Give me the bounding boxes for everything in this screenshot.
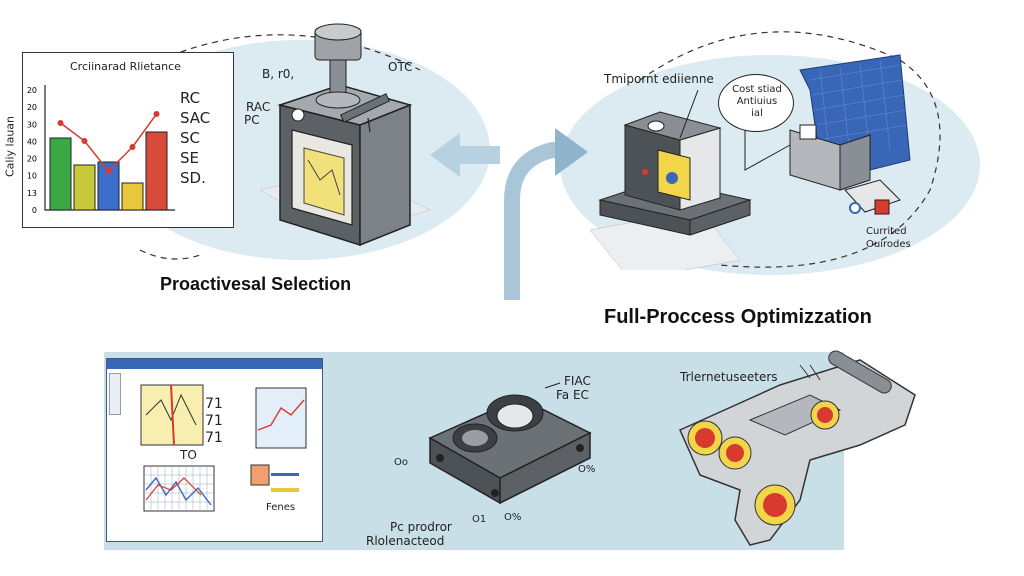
window-values: 71 71 71: [205, 396, 223, 447]
chart-point: [57, 120, 64, 126]
window-toolbar: [109, 373, 121, 415]
section-title-left: Proactivesal Selection: [160, 274, 352, 294]
chart-ylabel: Caliy lauan: [3, 115, 17, 178]
window-value: 71: [205, 413, 223, 429]
legend-item: SC: [180, 129, 200, 147]
window-value: 71: [205, 430, 223, 446]
legend-item: SD.: [180, 169, 206, 187]
window-panel-label: TO: [180, 448, 197, 462]
chart-tick-label: 20: [27, 155, 37, 164]
chart-tick-label: 10: [27, 172, 37, 181]
part-label-3: Oo: [394, 457, 408, 468]
part-label-5: O1: [472, 514, 487, 525]
legend-item: RC: [180, 89, 201, 107]
chart-bar: [121, 182, 144, 211]
window-plots: [140, 384, 307, 512]
chart-legend: RC SAC SC SE SD.: [180, 88, 210, 188]
window-titlebar: [107, 359, 322, 369]
optimization-label-br-1: Currited: [866, 226, 907, 237]
chart-tick-label: 13: [27, 189, 37, 198]
resistance-chart: 20 20 30 40 20 10 13 0: [27, 85, 175, 215]
chart-bar: [97, 161, 120, 211]
curved-arrow-icon: [504, 128, 588, 300]
bubble-line: ial: [751, 108, 763, 119]
legend-item: SAC: [180, 109, 211, 127]
plate-part-illustration: [428, 382, 592, 505]
window-caption: Fenes: [266, 502, 296, 513]
chart-point: [129, 144, 136, 150]
chart-tick-label: 0: [32, 206, 37, 215]
window-value: 71: [205, 396, 223, 412]
chart-point: [153, 111, 160, 117]
part-label-2: Fa EC: [556, 388, 589, 402]
part-label-6: O%: [504, 512, 522, 523]
chart-tick-label: 20: [27, 103, 37, 112]
machine-side: [359, 103, 411, 247]
chart-tick-label: 40: [27, 137, 37, 146]
chart-tick-label: 30: [27, 120, 37, 129]
machine-label-top-left: B, r0,: [262, 67, 295, 81]
chart-point: [81, 138, 88, 144]
optimization-label-br-2: Ouirodes: [866, 239, 911, 250]
machine-label-top-right: OTC: [388, 60, 413, 74]
test-machine-illustration: [260, 23, 431, 247]
bubble-text: Cost stiad Antiuius ial: [726, 84, 788, 120]
bracket-thermal-illustration: [679, 350, 916, 546]
left-dashed-orbit: [159, 34, 421, 71]
bubble-line: Antiuius: [736, 96, 778, 107]
machine-label-left-1: RAC: [246, 100, 271, 114]
machine-label-left-2: PC: [244, 113, 260, 127]
left-arrow-icon: [430, 133, 500, 177]
chart-bar: [49, 137, 72, 211]
bubble-line: Cost stiad: [732, 84, 782, 95]
chart-point: [105, 168, 112, 174]
legend-item: SE: [180, 149, 199, 167]
annotation-bubble: [718, 74, 794, 132]
part-label-1: FIAC: [564, 374, 591, 388]
chart-bar: [73, 164, 96, 211]
part-caption-1: Pc prodror: [390, 520, 452, 534]
chart-title: Crciinarad Rlietance: [70, 60, 181, 73]
chart-bar: [145, 131, 168, 211]
chart-tick-label: 20: [27, 86, 37, 95]
part-caption-2: Rlolenacteod: [366, 534, 445, 548]
right-dashed-orbit: [639, 31, 941, 268]
optimization-label-tl: Tmipornt ediienne: [604, 72, 714, 86]
section-title-right: Full-Proccess Optimizzation: [604, 306, 872, 328]
bracket-title: Trlernetuseeters: [680, 370, 778, 384]
optimization-illustration: [589, 54, 911, 270]
part-label-4: O%: [578, 464, 596, 475]
